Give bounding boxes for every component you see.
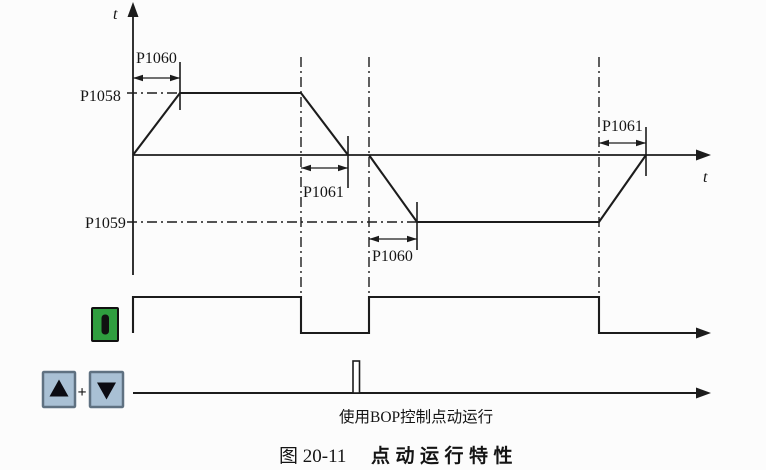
on-command-axis-arrow-icon xyxy=(696,327,711,339)
dim-arrow-left-icon xyxy=(301,164,311,172)
dim-arrow-right-icon xyxy=(407,235,417,243)
forward-jog-trapezoid xyxy=(132,91,349,156)
reverse-jog-trapezoid xyxy=(368,154,647,224)
start-button-icon xyxy=(91,307,119,342)
dim-arrow-left-icon xyxy=(369,235,379,243)
p1061-reverse-label: P1061 xyxy=(602,118,643,135)
dim-arrow-right-icon xyxy=(338,164,348,172)
bop-note: 使用BOP控制点动运行 xyxy=(339,408,493,426)
p1060-label: P1060 xyxy=(136,50,177,67)
speed-axis-arrow-icon xyxy=(127,2,139,17)
p1058-label: P1058 xyxy=(80,88,121,105)
time-axis-arrow-icon xyxy=(696,149,711,161)
time-axis-label: t xyxy=(703,169,708,186)
p1059-label: P1059 xyxy=(85,215,126,232)
up-arrow-glyph xyxy=(49,379,69,397)
figure-caption: 图 20-11 点动运行特性 xyxy=(279,444,518,467)
on-command-waveform xyxy=(131,295,698,335)
p1061-reverse-return-dimension xyxy=(599,139,646,147)
speed-axis-label: t xyxy=(113,6,118,23)
raise-button-icon xyxy=(41,370,77,409)
plus-sign: + xyxy=(78,384,87,401)
p1060-reverse-ramp-dimension xyxy=(369,235,417,243)
p1060-reverse-label: P1060 xyxy=(372,248,413,265)
p1061-label: P1061 xyxy=(303,184,344,201)
down-arrow-glyph xyxy=(97,382,116,400)
p1060-ramp-up-dimension xyxy=(133,74,180,82)
start-button-bar xyxy=(101,314,109,335)
dim-arrow-right-icon xyxy=(636,139,646,147)
dim-arrow-right-icon xyxy=(170,74,180,82)
figure-caption-title: 点动运行特性 xyxy=(371,444,518,467)
lower-button-icon xyxy=(88,370,125,409)
figure-caption-number: 图 20-11 xyxy=(279,446,346,467)
p1061-ramp-down-dimension xyxy=(301,164,348,172)
dim-arrow-left-icon xyxy=(133,74,143,82)
jog-key-axis-arrow-icon xyxy=(696,387,711,399)
jog-key-pulse xyxy=(352,360,361,394)
dim-arrow-left-icon xyxy=(599,139,609,147)
